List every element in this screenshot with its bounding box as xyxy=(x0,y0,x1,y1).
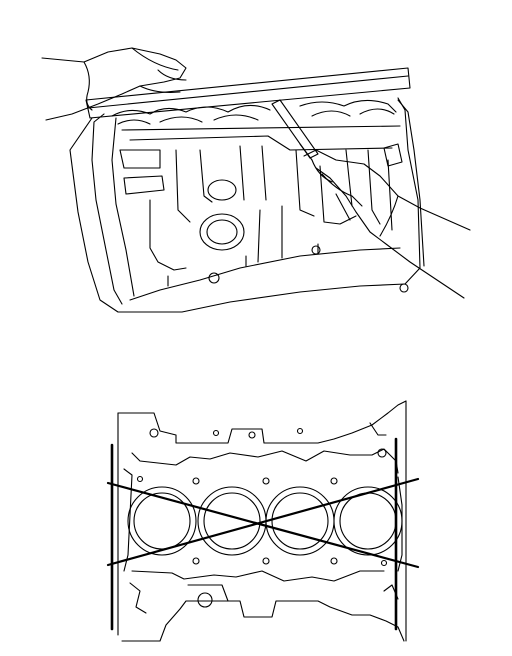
measurement-pattern-illustration xyxy=(0,395,512,656)
measurement-line-diagonal-1 xyxy=(106,481,420,569)
measurement-lines xyxy=(106,437,420,631)
straightedge-check-illustration xyxy=(41,47,471,313)
right-hand-illustration xyxy=(303,149,471,299)
cylinder-block-top-view xyxy=(117,400,407,642)
left-hand-illustration xyxy=(41,47,187,121)
feeler-gauge-tool xyxy=(271,99,319,161)
straightedge-tool xyxy=(85,67,411,119)
cylinder-block-outline xyxy=(69,97,425,313)
measurement-line-diagonal-2 xyxy=(106,477,420,567)
